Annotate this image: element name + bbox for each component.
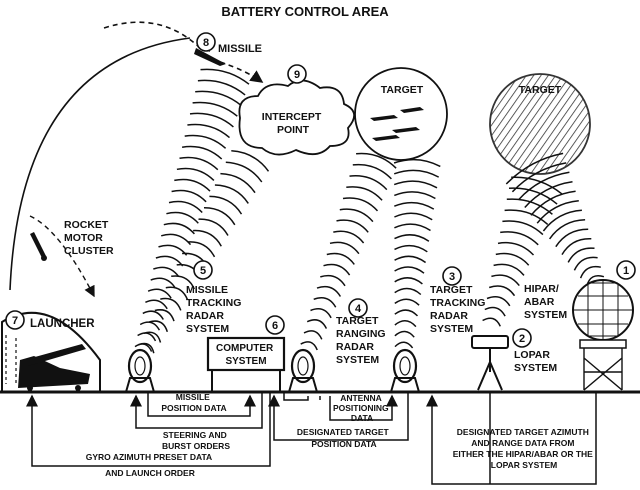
svg-text:9: 9 — [294, 69, 300, 81]
mtr-intercept-beam — [138, 150, 270, 354]
component-labels: MISSILE INTERCEPT POINT TARGET TARGET RO… — [30, 43, 567, 374]
computer-system-label: COMPUTER SYSTEM — [216, 343, 276, 367]
number-launcher: 7 — [5, 310, 25, 330]
svg-text:7: 7 — [12, 315, 18, 327]
svg-text:6: 6 — [272, 320, 278, 332]
designated-target-label: DESIGNATED TARGET POSITION DATA — [297, 427, 391, 449]
hipar-dome — [572, 279, 634, 391]
number-hipar: 1 — [616, 260, 636, 280]
rocket-motor-label: ROCKET MOTOR CLUSTER — [64, 219, 114, 257]
number-trr: 4 — [348, 298, 368, 318]
target-ranging-label: TARGET RANGING RADAR SYSTEM — [336, 315, 389, 366]
target-ranging-dish — [288, 348, 318, 393]
number-mtr: 5 — [193, 260, 213, 280]
data-flow-labels: MISSILE POSITION DATA STEERING AND BURST… — [86, 392, 595, 478]
intercept-cloud — [238, 79, 355, 156]
svg-text:1: 1 — [623, 265, 629, 277]
target-circle-right — [489, 73, 591, 175]
diagram-title: BATTERY CONTROL AREA — [221, 4, 389, 19]
designated-azimuth-label: DESIGNATED TARGET AZIMUTH AND RANGE DATA… — [453, 427, 595, 470]
number-lopar: 2 — [512, 328, 532, 348]
antenna-positioning-label: ANTENNA POSITIONING DATA — [333, 393, 391, 423]
component-numbers: 1 2 3 4 5 6 7 8 9 — [5, 32, 636, 348]
target-circle-left — [354, 67, 448, 161]
ttr-beam — [393, 158, 441, 349]
data-flow-lines — [26, 392, 597, 485]
number-intercept: 9 — [287, 64, 307, 84]
target-tracking-label: TARGET TRACKING RADAR SYSTEM — [430, 284, 488, 335]
number-computer: 6 — [265, 315, 285, 335]
radar-beams — [134, 68, 605, 354]
missile-tracking-label: MISSILE TRACKING RADAR SYSTEM — [186, 284, 244, 335]
hipar-beam — [505, 152, 605, 287]
trr-beam — [300, 152, 397, 351]
lopar-label: LOPAR SYSTEM — [514, 349, 557, 374]
number-ttr: 3 — [442, 266, 462, 286]
missile-tracking-dish — [125, 348, 155, 393]
launcher-icon — [18, 344, 90, 391]
svg-text:4: 4 — [355, 303, 362, 315]
intercept-label: INTERCEPT POINT — [262, 111, 324, 136]
target-right-label: TARGET — [519, 84, 562, 96]
hipar-label: HIPAR/ ABAR SYSTEM — [524, 283, 567, 321]
launcher-label: LAUNCHER — [30, 318, 95, 330]
svg-text:5: 5 — [200, 265, 206, 277]
computer-system-box — [206, 336, 286, 392]
svg-text:2: 2 — [519, 333, 525, 345]
svg-text:8: 8 — [203, 37, 209, 49]
lopar-beam — [482, 176, 563, 327]
target-left-label: TARGET — [381, 84, 424, 96]
rocket-motor-cluster-icon — [30, 232, 47, 261]
missile-label: MISSILE — [218, 43, 262, 55]
missile-position-label: MISSILE POSITION DATA — [161, 392, 226, 413]
radar-dishes — [125, 348, 420, 393]
gyro-azimuth-label: GYRO AZIMUTH PRESET DATA AND LAUNCH ORDE… — [86, 452, 214, 478]
target-tracking-dish — [390, 348, 420, 393]
svg-text:3: 3 — [449, 271, 455, 283]
steering-burst-label: STEERING AND BURST ORDERS — [162, 430, 230, 451]
number-missile: 8 — [196, 32, 216, 52]
lopar-antenna — [471, 335, 509, 391]
